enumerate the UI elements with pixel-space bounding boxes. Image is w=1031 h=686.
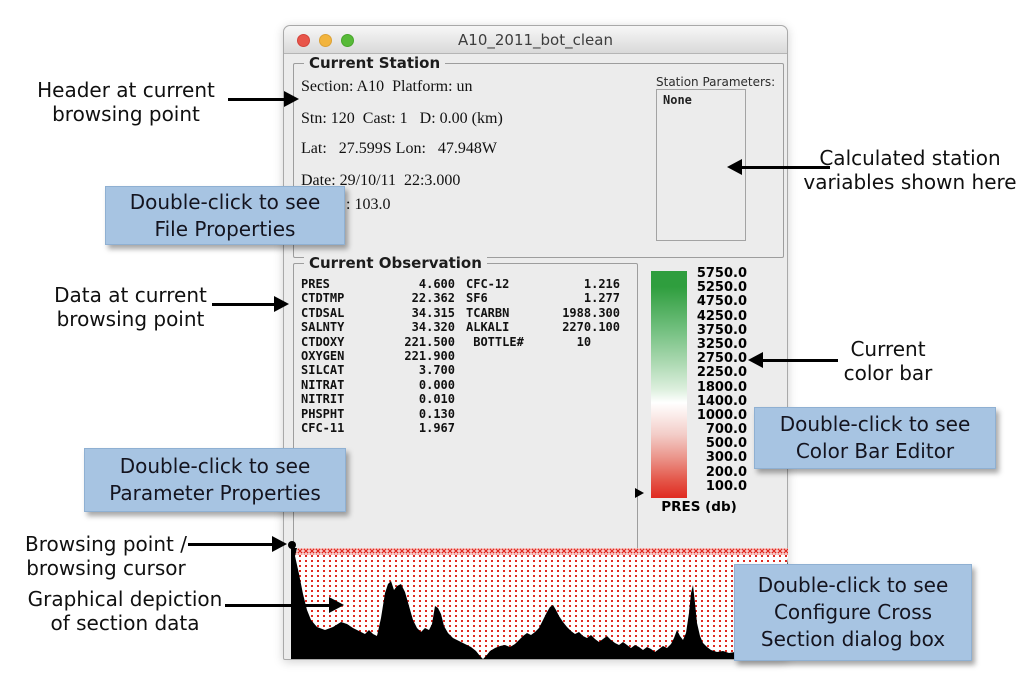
station-header-line5: : 103.0 xyxy=(346,196,391,213)
colorbar[interactable] xyxy=(651,271,687,498)
colorbar-tick: 4750.0 xyxy=(696,294,747,310)
colorbar-tick: 1000.0 xyxy=(696,407,747,423)
colorbar-tick: 100.0 xyxy=(705,478,747,494)
section-plot[interactable] xyxy=(291,548,788,659)
colorbar-tick: 5250.0 xyxy=(696,280,747,296)
colorbar-tick: 200.0 xyxy=(705,464,747,480)
station-header-line2: Stn: 120 Cast: 1 D: 0.00 (km) xyxy=(301,110,503,127)
station-parameters-label: Station Parameters: xyxy=(656,75,776,89)
colorbar-tick: 2750.0 xyxy=(696,351,747,367)
bathymetry-silhouette xyxy=(291,548,788,659)
colorbar-depth-indicator-icon xyxy=(635,488,644,498)
colorbar-axis-label: PRES (db) xyxy=(661,499,737,515)
colorbar-tick: 500.0 xyxy=(705,436,747,452)
section-surface-dots xyxy=(291,548,788,555)
window-title: A10_2011_bot_clean xyxy=(458,31,613,49)
current-station-label: Current Station xyxy=(304,54,446,72)
browsing-cursor-dot xyxy=(288,541,296,549)
colorbar-tick: 4250.0 xyxy=(696,308,747,324)
colorbar-tick: 1800.0 xyxy=(696,379,747,395)
colorbar-tick: 2250.0 xyxy=(696,365,747,381)
current-observation-panel[interactable]: Current Observation xyxy=(293,254,638,566)
current-station-panel[interactable]: Current Station xyxy=(293,54,784,258)
maximize-button[interactable] xyxy=(341,34,354,47)
station-header-line1: Section: A10 Platform: un xyxy=(301,78,473,95)
minimize-button[interactable] xyxy=(319,34,332,47)
colorbar-tick: 300.0 xyxy=(705,450,747,466)
colorbar-tick: 1400.0 xyxy=(696,393,747,409)
station-header-line4: Date: 29/10/11 22:3.000 xyxy=(301,172,461,189)
colorbar-tick: 3250.0 xyxy=(696,336,747,352)
colorbar-tick: 5750.0 xyxy=(696,266,747,281)
colorbar-tick: 3750.0 xyxy=(696,322,747,338)
colorbar-tick: 700.0 xyxy=(705,422,747,438)
station-parameters-value: None xyxy=(663,93,692,107)
close-button[interactable] xyxy=(297,34,310,47)
app-window: A10_2011_bot_clean Current Station Secti… xyxy=(283,25,788,660)
station-header-line3: Lat: 27.599S Lon: 47.948W xyxy=(301,140,497,157)
current-observation-label: Current Observation xyxy=(304,254,487,272)
annotation-browsing-point: Browsing point /browsing cursor xyxy=(25,532,187,580)
window-titlebar[interactable]: A10_2011_bot_clean xyxy=(284,26,787,54)
